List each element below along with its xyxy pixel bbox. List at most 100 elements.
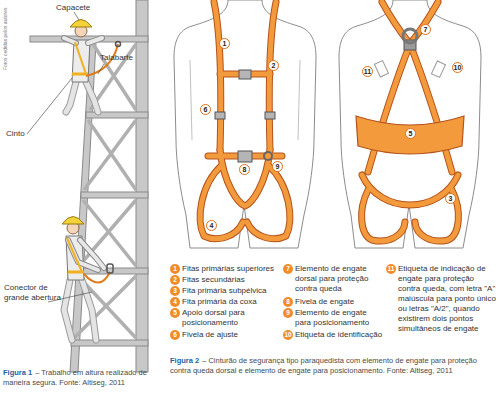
legend-number: 10 xyxy=(283,330,293,340)
legend-text: Elemento de engate para posicionamento xyxy=(295,308,383,328)
legend-text: Fitas secundárias xyxy=(182,275,280,285)
callout-number: 2 xyxy=(268,60,279,71)
worker-figure xyxy=(62,217,113,341)
tower-structure xyxy=(30,0,148,372)
tower-beam xyxy=(71,340,148,346)
caption-text: – Cinturão de segurança tipo paraquedist… xyxy=(170,356,477,375)
legend-number: 7 xyxy=(283,264,293,274)
adjust-buckle xyxy=(215,112,225,119)
helmet xyxy=(62,217,84,225)
harness-tag xyxy=(431,61,445,77)
harness-strap xyxy=(415,190,458,241)
positioning-ring xyxy=(264,152,272,160)
callout-number: 7 xyxy=(420,24,431,35)
callout-number: 6 xyxy=(200,104,211,115)
harness-strap xyxy=(362,175,458,205)
worker-arm xyxy=(68,240,98,270)
tower-brace xyxy=(84,120,136,190)
attachment-buckle xyxy=(238,151,252,162)
figure-caption: Figura 1– Trabalho em altura realizado d… xyxy=(3,368,161,387)
worker-leg xyxy=(86,82,98,112)
worker-leg xyxy=(64,280,72,340)
harness-strap-outline xyxy=(200,2,290,239)
legend-number: 9 xyxy=(283,308,293,318)
legend-number: 5 xyxy=(170,308,180,318)
leader-line xyxy=(27,78,72,134)
chest-buckle xyxy=(239,70,251,79)
legend-text: Fita primária da coxa xyxy=(182,297,280,307)
callout-number: 3 xyxy=(445,193,456,204)
tower-beam xyxy=(81,192,148,198)
legend-text: Fita primária subpélvica xyxy=(182,286,280,296)
legend-text: Fivela de ajuste xyxy=(182,330,280,340)
harness-tag xyxy=(374,61,388,77)
legend-number: 8 xyxy=(283,297,293,307)
tower-column xyxy=(136,0,148,372)
credit-text: Fotos cedidas pelos autores xyxy=(2,7,8,70)
legend-number: 11 xyxy=(386,264,396,274)
lanyard xyxy=(84,272,110,283)
legend-text: Etiqueta de identificação xyxy=(295,330,383,340)
worker-leg xyxy=(82,280,96,340)
leader-line xyxy=(98,64,104,74)
helmet xyxy=(70,20,92,28)
worker-arm xyxy=(64,38,76,43)
tower-brace xyxy=(79,200,136,266)
harness-strap xyxy=(362,190,405,241)
part-label: Talabarte xyxy=(100,53,133,63)
part-label: Capacete xyxy=(56,3,90,13)
leader-lines xyxy=(27,12,104,302)
figure-caption: Figura 2– Cinturão de segurança tipo par… xyxy=(170,356,496,375)
legend-text: Fivela de engate xyxy=(295,297,383,307)
worker-arm xyxy=(88,38,102,43)
worker-leg xyxy=(66,82,76,112)
callout-number: 1 xyxy=(219,38,230,49)
harness-strap xyxy=(362,175,458,205)
worker-leg xyxy=(66,82,76,112)
legend-number: 6 xyxy=(170,330,180,340)
body-outline xyxy=(339,0,481,248)
arm-line xyxy=(298,60,300,140)
callout-number: 10 xyxy=(452,62,463,73)
worker-arm xyxy=(88,38,102,43)
harness-strap xyxy=(247,165,290,239)
body-outline xyxy=(174,0,316,248)
tower-beam xyxy=(30,36,148,42)
worker-figure xyxy=(64,20,121,113)
worker-arm xyxy=(64,38,76,43)
adjust-buckle xyxy=(265,112,275,119)
callout-number: 11 xyxy=(362,66,373,77)
legend-number: 3 xyxy=(170,286,180,296)
legend-text: Etiqueta de indicação de engate para pro… xyxy=(398,264,497,334)
caption-prefix: Figura 1 xyxy=(3,368,32,377)
legend-number: 4 xyxy=(170,297,180,307)
lanyard-hook xyxy=(116,42,121,47)
legend-text: Elemento de engate dorsal para proteção … xyxy=(295,264,383,294)
leader-line xyxy=(74,12,79,20)
legend-number: 2 xyxy=(170,275,180,285)
large-connector xyxy=(107,264,113,273)
callout-number: 4 xyxy=(206,220,217,231)
legend-text: Fitas primárias superiores xyxy=(182,264,280,274)
worker-leg xyxy=(82,280,96,340)
legend-number: 1 xyxy=(170,264,180,274)
harness-strap xyxy=(200,165,243,239)
part-label: Cinto xyxy=(6,129,25,139)
worker-leg xyxy=(86,82,98,112)
arm-line xyxy=(190,60,192,140)
callout-number: 9 xyxy=(272,161,283,172)
legend-text: Apoio dorsal para posicionamento xyxy=(182,308,280,328)
worker-leg xyxy=(64,280,72,340)
callout-number: 5 xyxy=(405,128,416,139)
harness-strap-fill xyxy=(200,2,290,239)
dorsal-d-ring xyxy=(403,29,417,43)
part-label: Conector de grande abertura xyxy=(4,283,64,302)
callout-number: 8 xyxy=(239,164,250,175)
caption-prefix: Figura 2 xyxy=(170,356,199,365)
safety-strap xyxy=(75,42,86,74)
safety-strap xyxy=(67,238,82,272)
dorsal-pad xyxy=(356,116,464,154)
